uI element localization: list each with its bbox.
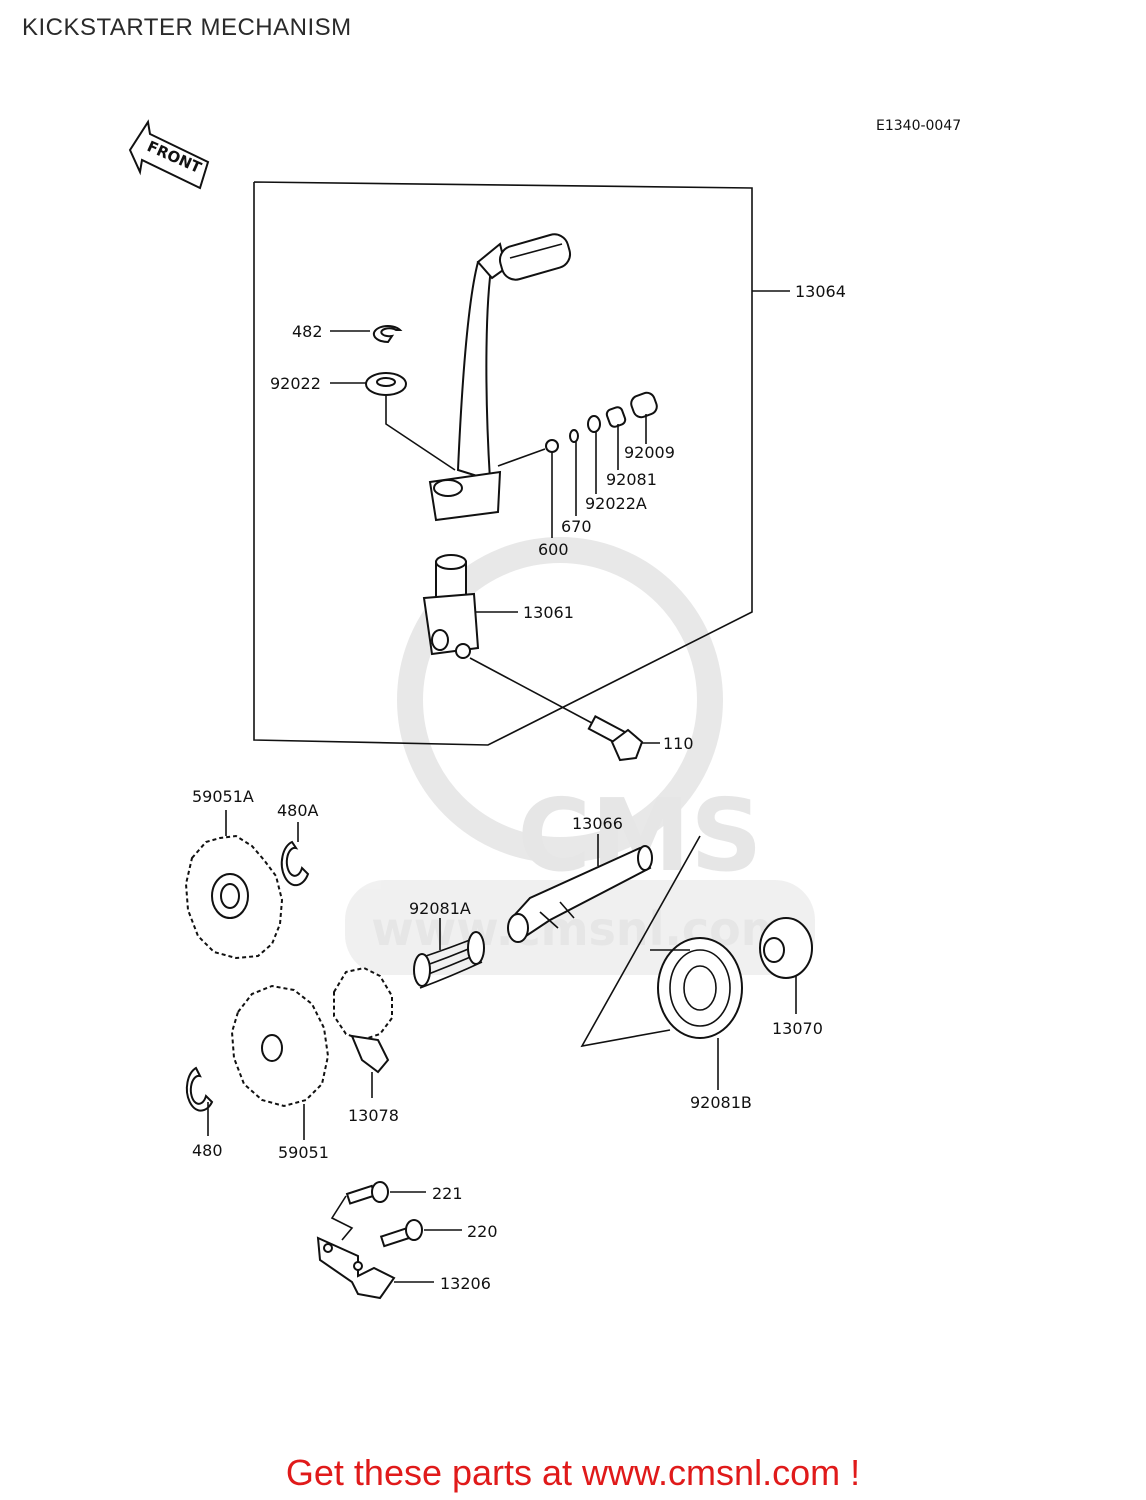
washer-92022a-part [587,415,601,433]
circlip-482-part [372,325,403,344]
circlip-480-part [185,1066,214,1112]
shaft-bracket [580,835,701,1048]
spring-92081-part [605,406,627,428]
gear-59051a-part [184,834,284,960]
kick-boss-13061-part [422,554,480,659]
kick-shaft-13066-part [507,845,653,943]
assembly-bracket [253,181,753,746]
spring-92081b-part [650,937,743,1039]
label-110: 110 [663,734,694,753]
washer-92022-part [365,372,407,396]
label-220: 220 [467,1222,498,1241]
footer-banner-link[interactable]: Get these parts at www.cmsnl.com ! [285,1452,861,1493]
gear-59051-part [230,984,330,1108]
label-13078: 13078 [348,1106,399,1125]
label-221: 221 [432,1184,463,1203]
ball-600-part [545,439,559,453]
ring-670-part [569,429,579,443]
label-13066: 13066 [572,814,623,833]
label-13064: 13064 [795,282,846,301]
label-480: 480 [192,1141,223,1160]
kick-pedal-lever [428,233,572,522]
label-670: 670 [561,517,592,536]
label-480a: 480A [277,801,319,820]
label-13061: 13061 [523,603,574,622]
label-59051: 59051 [278,1143,329,1162]
label-59051a: 59051A [192,787,254,806]
label-600: 600 [538,540,569,559]
label-92022a: 92022A [585,494,647,513]
bolt-110-part [587,715,644,762]
label-482: 482 [292,322,323,341]
ratchet-13078-part [333,966,393,1074]
bolt-221-part [345,1181,389,1205]
collar-13070-part [759,917,813,979]
plate-13206-part [316,1236,396,1300]
page-title: KICKSTARTER MECHANISM [22,14,352,41]
spring-92081a-part [413,931,485,989]
bolt-220-part [379,1219,423,1248]
label-92022: 92022 [270,374,321,393]
circlip-480a-part [280,840,310,887]
label-92081: 92081 [606,470,657,489]
label-92081a: 92081A [409,899,471,918]
front-arrow: FRONT [128,119,210,190]
label-92009: 92009 [624,443,675,462]
cap-92009-part [630,391,658,419]
diagram-code: E1340-0047 [876,118,961,134]
label-92081b: 92081B [690,1093,752,1112]
label-13070: 13070 [772,1019,823,1038]
watermark-brand: CMS [518,777,763,894]
label-13206: 13206 [440,1274,491,1293]
